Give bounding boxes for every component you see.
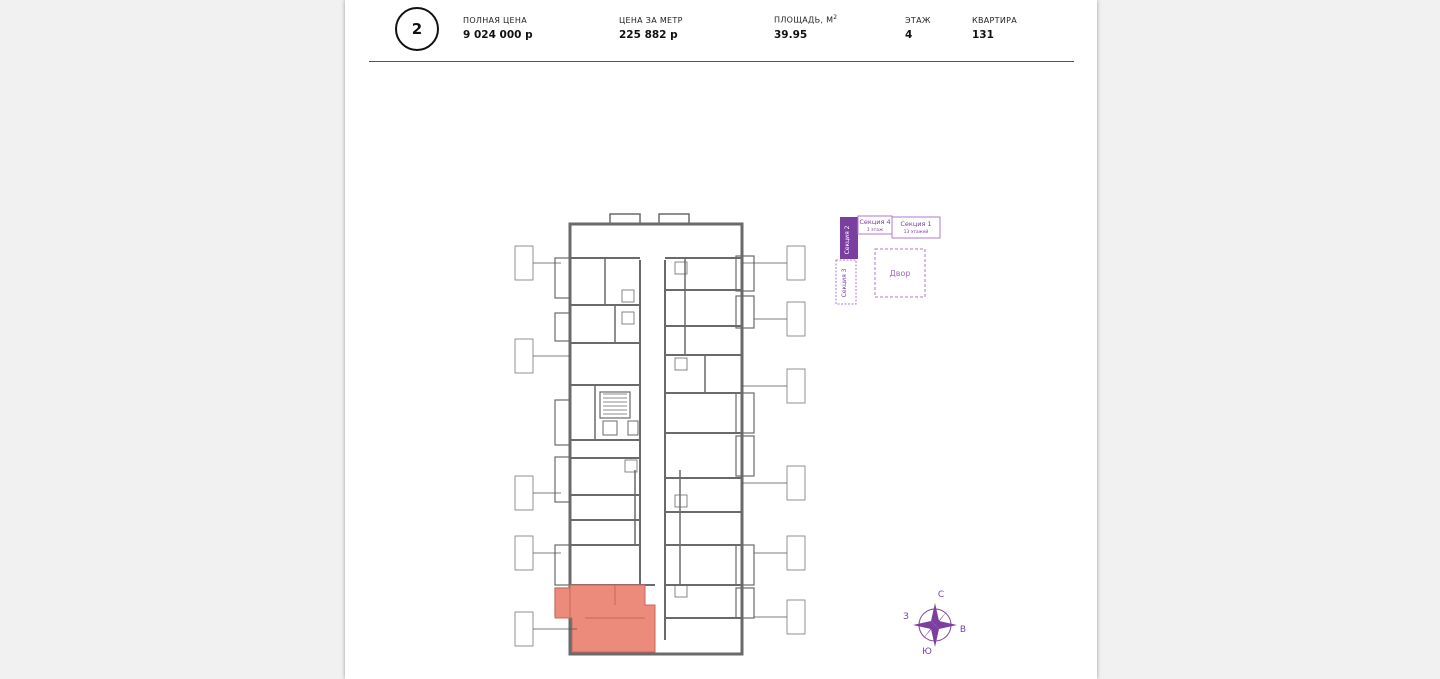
- section-number-badge: 2: [395, 7, 439, 51]
- price-per-meter-value: 225 882 р: [619, 29, 678, 41]
- area-value: 39.95: [774, 28, 808, 41]
- selected-apartment-highlight: [554, 584, 656, 653]
- section-4-floors: 1 этаж: [867, 227, 883, 233]
- floor-label: ЭТАЖ: [905, 16, 931, 25]
- apartment-label: КВАРТИРА: [972, 16, 1018, 25]
- area-block: ПЛОЩАДЬ, М2 39.95: [774, 14, 837, 41]
- apartment-value: 131: [972, 29, 994, 41]
- floor-value: 4: [905, 29, 913, 41]
- full-price-label: ПОЛНАЯ ЦЕНА: [463, 16, 527, 25]
- area-label-text: ПЛОЩАДЬ, М: [774, 15, 834, 25]
- apartment-summary-header: 2 ПОЛНАЯ ЦЕНА 9 024 000 р ЦЕНА ЗА МЕТР 2…: [369, 0, 1074, 62]
- floor-plan-drawing: Секция 2 Секция 4 1 этаж Секция 1 13 эта…: [514, 213, 966, 657]
- compass-south: Ю: [922, 647, 932, 657]
- area-tables-right: [742, 245, 806, 635]
- apartment-block: КВАРТИРА 131: [972, 16, 1017, 41]
- compass-rose: С Ю З В: [903, 590, 966, 657]
- section-3-block: [835, 259, 857, 305]
- area-tables-left: [514, 245, 577, 647]
- price-per-meter-block: ЦЕНА ЗА МЕТР 225 882 р: [619, 16, 683, 41]
- section-1-floors: 13 этажей: [904, 228, 929, 235]
- full-price-block: ПОЛНАЯ ЦЕНА 9 024 000 р: [463, 16, 533, 41]
- section-2-label: Секция 2: [844, 225, 851, 254]
- area-label: ПЛОЩАДЬ, М2: [774, 14, 837, 25]
- apartment-sheet: 2 ПОЛНАЯ ЦЕНА 9 024 000 р ЦЕНА ЗА МЕТР 2…: [345, 0, 1097, 679]
- floor-block: ЭТАЖ 4: [905, 16, 931, 41]
- compass-east: В: [960, 625, 966, 635]
- area-label-sup: 2: [833, 14, 838, 21]
- price-per-meter-label: ЦЕНА ЗА МЕТР: [619, 16, 683, 25]
- section-4-label: Секция 4: [859, 218, 890, 226]
- building-floor-plan: [554, 213, 755, 656]
- section-3-label: Секция 3: [841, 268, 848, 297]
- full-price-value: 9 024 000 р: [463, 29, 533, 41]
- section-1-block: [891, 216, 941, 239]
- compass-west: З: [903, 612, 909, 622]
- compass-north: С: [938, 590, 944, 600]
- site-plan: Секция 2 Секция 4 1 этаж Секция 1 13 эта…: [835, 215, 941, 305]
- section-1-label: Секция 1: [900, 220, 931, 228]
- courtyard-area: [874, 248, 926, 298]
- section-2-block: [840, 217, 858, 259]
- courtyard-label: Двор: [890, 269, 911, 278]
